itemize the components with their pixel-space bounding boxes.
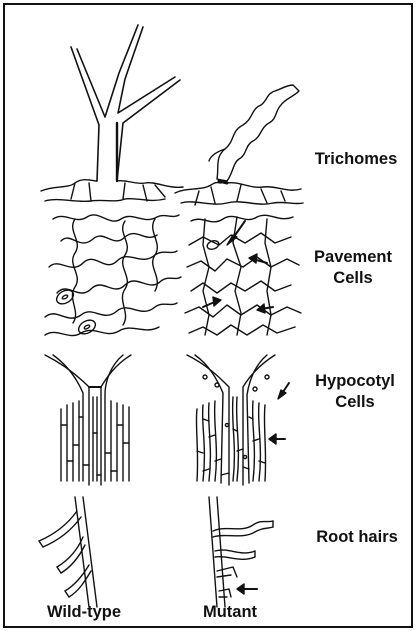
column-label-mutant: Mutant [185,603,275,622]
trichome-mutant [175,85,303,205]
root-hairs-wild-type [39,497,97,607]
label-hypocotyl-line-2: Cells [297,392,413,413]
label-pavement-cells: Pavement Cells [295,247,411,289]
hypocotyl-wild-type [45,355,131,485]
root-hairs-mutant [209,497,273,607]
pavement-mutant [185,215,301,335]
column-label-wild-type: Wild-type [29,603,139,622]
label-pavement-line-2: Cells [295,268,411,289]
trichome-wild-type [41,25,183,201]
label-pavement-line-1: Pavement [295,247,411,268]
pavement-wild-type [45,215,181,337]
figure-frame: Trichomes Pavement Cells Hypocotyl Cells… [3,3,413,628]
label-hypocotyl-cells: Hypocotyl Cells [297,371,413,413]
label-root-hairs: Root hairs [301,527,413,548]
label-trichomes: Trichomes [299,149,413,170]
label-hypocotyl-line-1: Hypocotyl [297,371,413,392]
hypocotyl-mutant [187,355,289,485]
